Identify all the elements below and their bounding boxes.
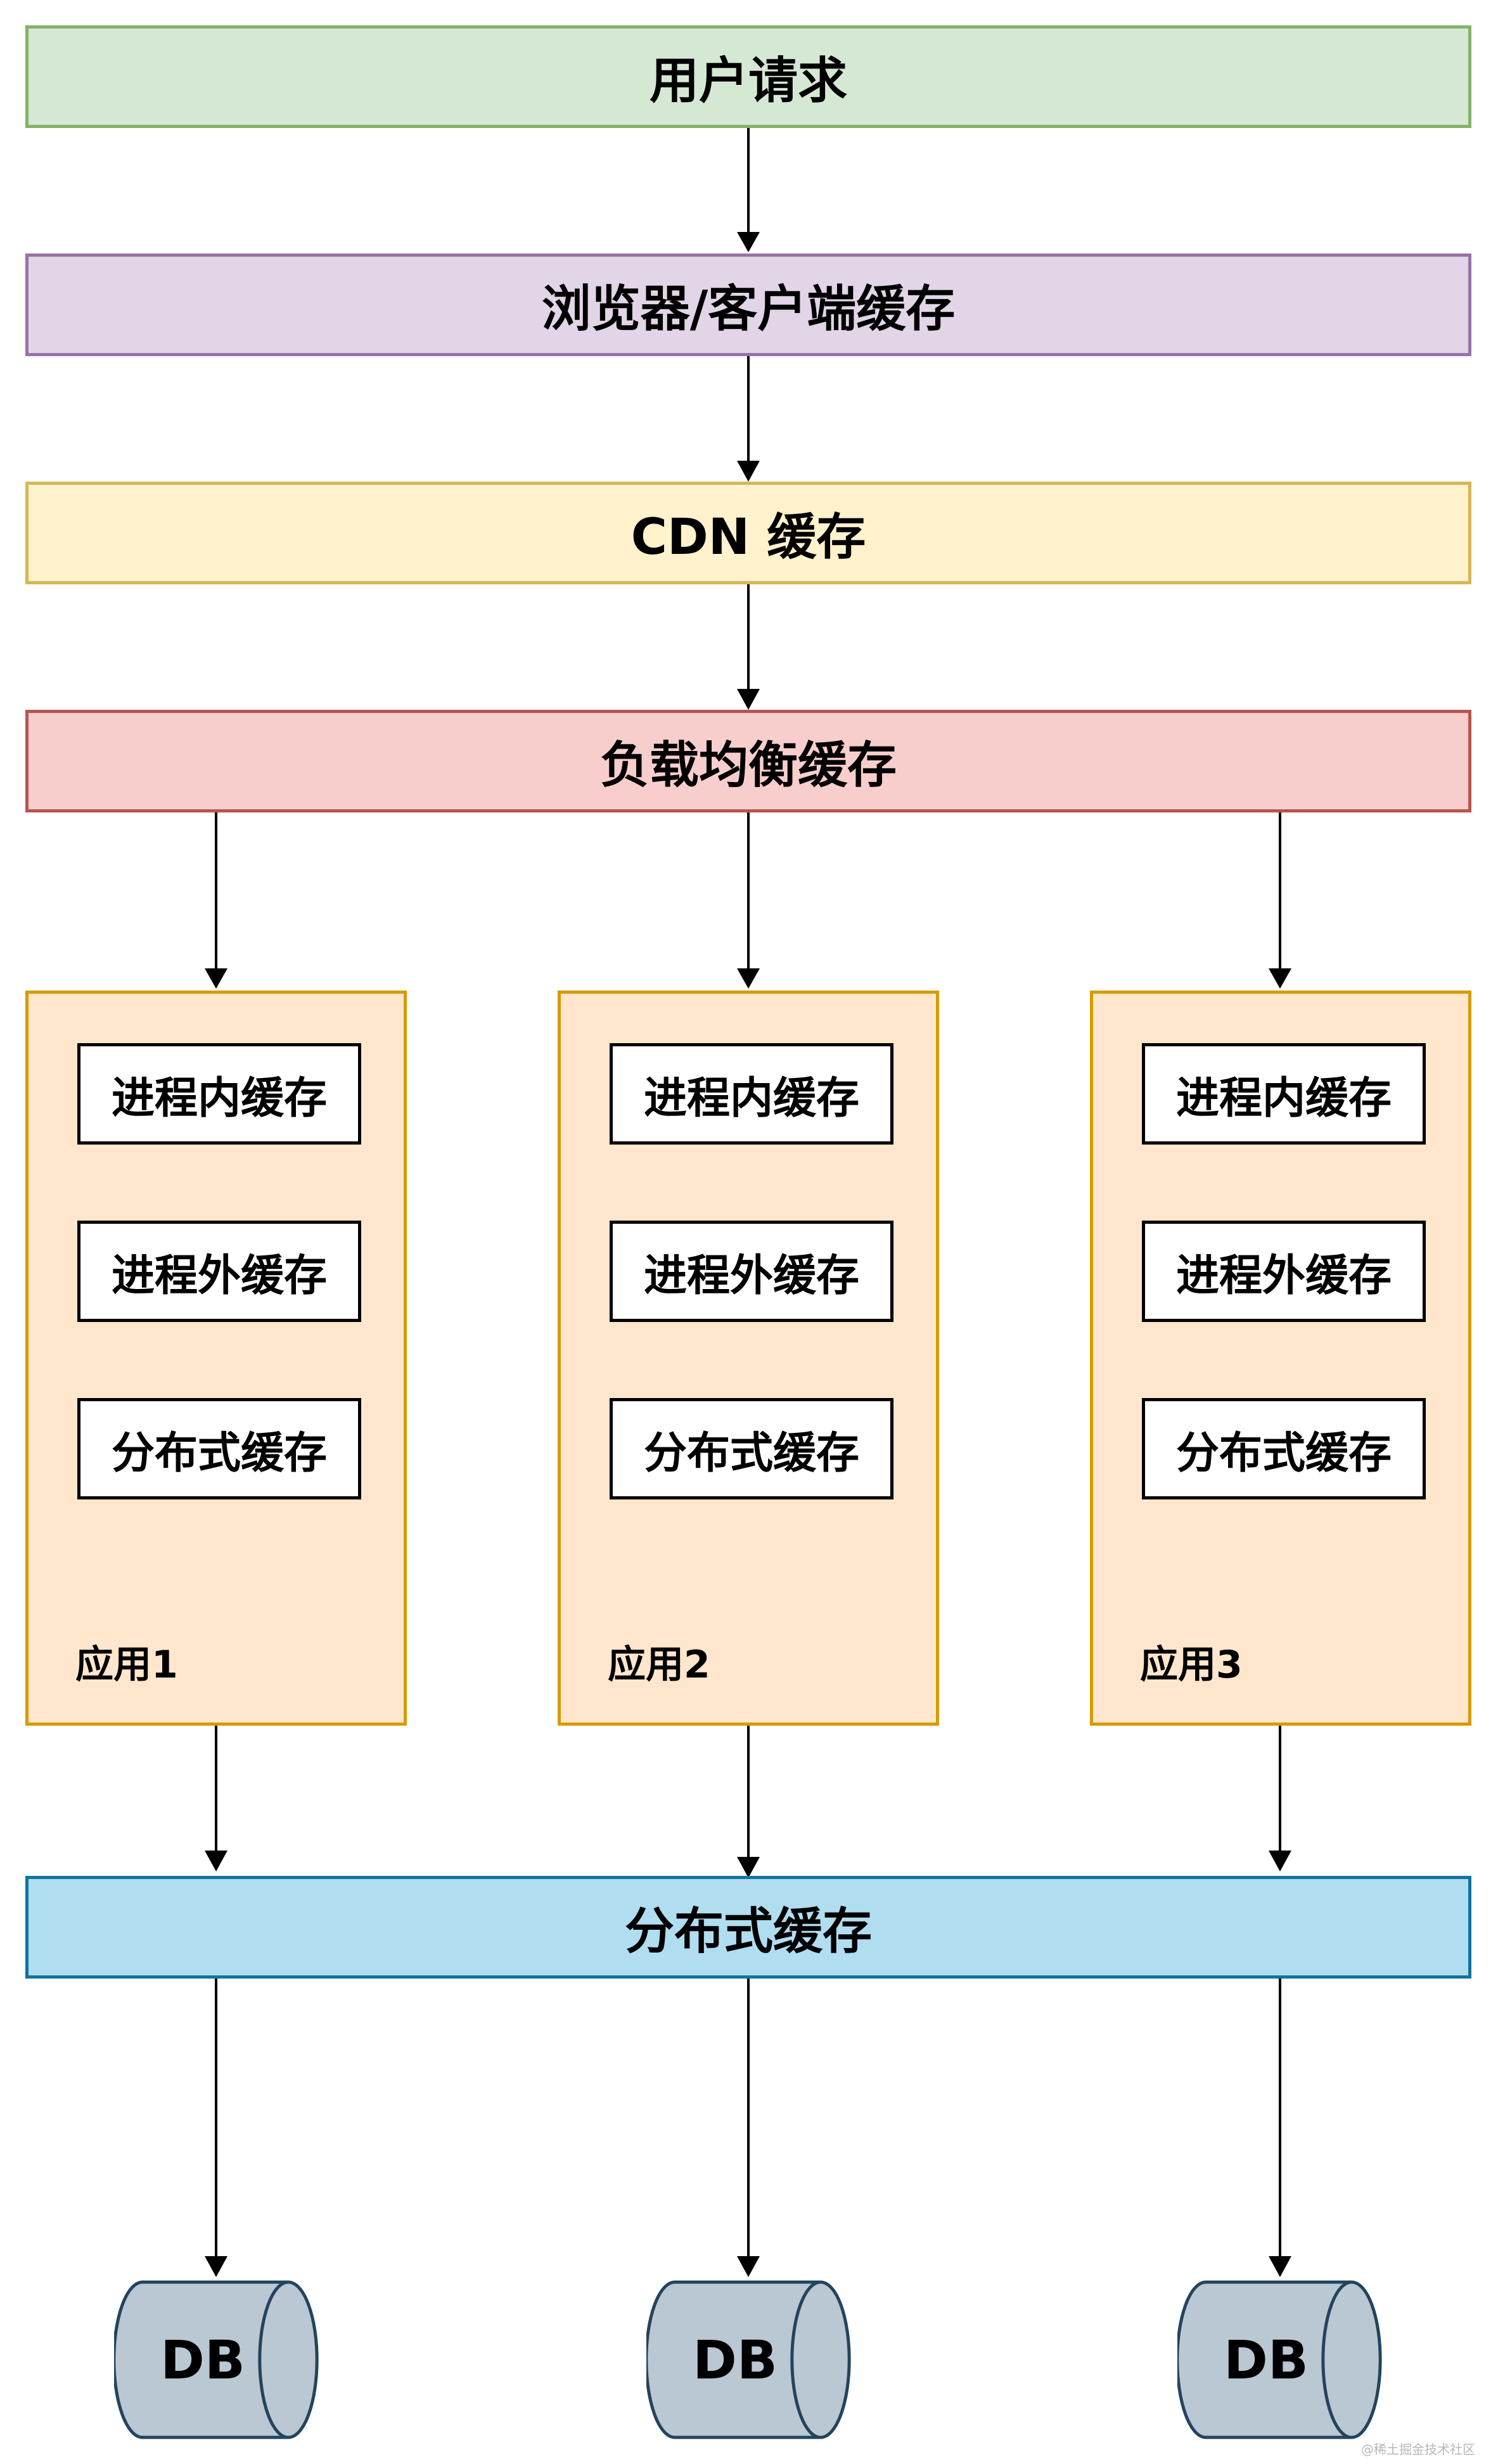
database-1: DB xyxy=(114,2279,323,2441)
app-distributed-cache-label: 分布式缓存 xyxy=(643,1428,859,1479)
browser-cache-box: 浏览器/客户端缓存 xyxy=(25,253,1471,356)
out-of-process-cache-label: 进程外缓存 xyxy=(111,1250,327,1301)
app-distributed-cache-label: 分布式缓存 xyxy=(1175,1428,1392,1479)
cdn-cache-box: CDN 缓存 xyxy=(25,482,1471,584)
app-distributed-cache-box: 分布式缓存 xyxy=(610,1398,893,1499)
cdn-cache-label: CDN 缓存 xyxy=(631,509,866,566)
in-process-cache-label: 进程内缓存 xyxy=(643,1073,859,1124)
app-container-1: 进程内缓存 进程外缓存 分布式缓存 应用1 xyxy=(25,991,407,1726)
in-process-cache-box: 进程内缓存 xyxy=(610,1043,893,1145)
app-label: 应用3 xyxy=(1140,1643,1243,1687)
out-of-process-cache-label: 进程外缓存 xyxy=(1175,1250,1392,1301)
app-distributed-cache-box: 分布式缓存 xyxy=(77,1398,361,1499)
database-cylinder-icon xyxy=(114,2280,319,2439)
user-request-label: 用户请求 xyxy=(649,53,847,110)
database-cylinder-icon xyxy=(1177,2280,1382,2439)
out-of-process-cache-box: 进程外缓存 xyxy=(77,1221,361,1322)
user-request-box: 用户请求 xyxy=(25,25,1471,128)
app-container-2: 进程内缓存 进程外缓存 分布式缓存 应用2 xyxy=(558,991,939,1726)
database-label: DB xyxy=(1224,2328,1309,2391)
app-distributed-cache-label: 分布式缓存 xyxy=(111,1428,327,1479)
database-2: DB xyxy=(646,2279,855,2441)
distributed-cache-box: 分布式缓存 xyxy=(25,1876,1471,1979)
load-balancer-cache-label: 负载均衡缓存 xyxy=(599,737,897,794)
app-label: 应用1 xyxy=(75,1643,178,1687)
app-label: 应用2 xyxy=(608,1643,710,1687)
out-of-process-cache-box: 进程外缓存 xyxy=(610,1221,893,1322)
out-of-process-cache-label: 进程外缓存 xyxy=(643,1250,859,1301)
in-process-cache-box: 进程内缓存 xyxy=(1142,1043,1426,1145)
database-label: DB xyxy=(693,2328,778,2391)
in-process-cache-label: 进程内缓存 xyxy=(111,1073,327,1124)
app-container-3: 进程内缓存 进程外缓存 分布式缓存 应用3 xyxy=(1090,991,1471,1726)
database-label: DB xyxy=(160,2328,245,2391)
watermark: @稀土掘金技术社区 xyxy=(1361,2442,1475,2457)
in-process-cache-label: 进程内缓存 xyxy=(1175,1073,1392,1124)
database-3: DB xyxy=(1177,2279,1386,2441)
database-cylinder-icon xyxy=(646,2280,851,2439)
app-distributed-cache-box: 分布式缓存 xyxy=(1142,1398,1426,1499)
in-process-cache-box: 进程内缓存 xyxy=(77,1043,361,1145)
browser-cache-label: 浏览器/客户端缓存 xyxy=(541,281,956,338)
out-of-process-cache-box: 进程外缓存 xyxy=(1142,1221,1426,1322)
distributed-cache-label: 分布式缓存 xyxy=(624,1903,872,1960)
load-balancer-cache-box: 负载均衡缓存 xyxy=(25,710,1471,812)
